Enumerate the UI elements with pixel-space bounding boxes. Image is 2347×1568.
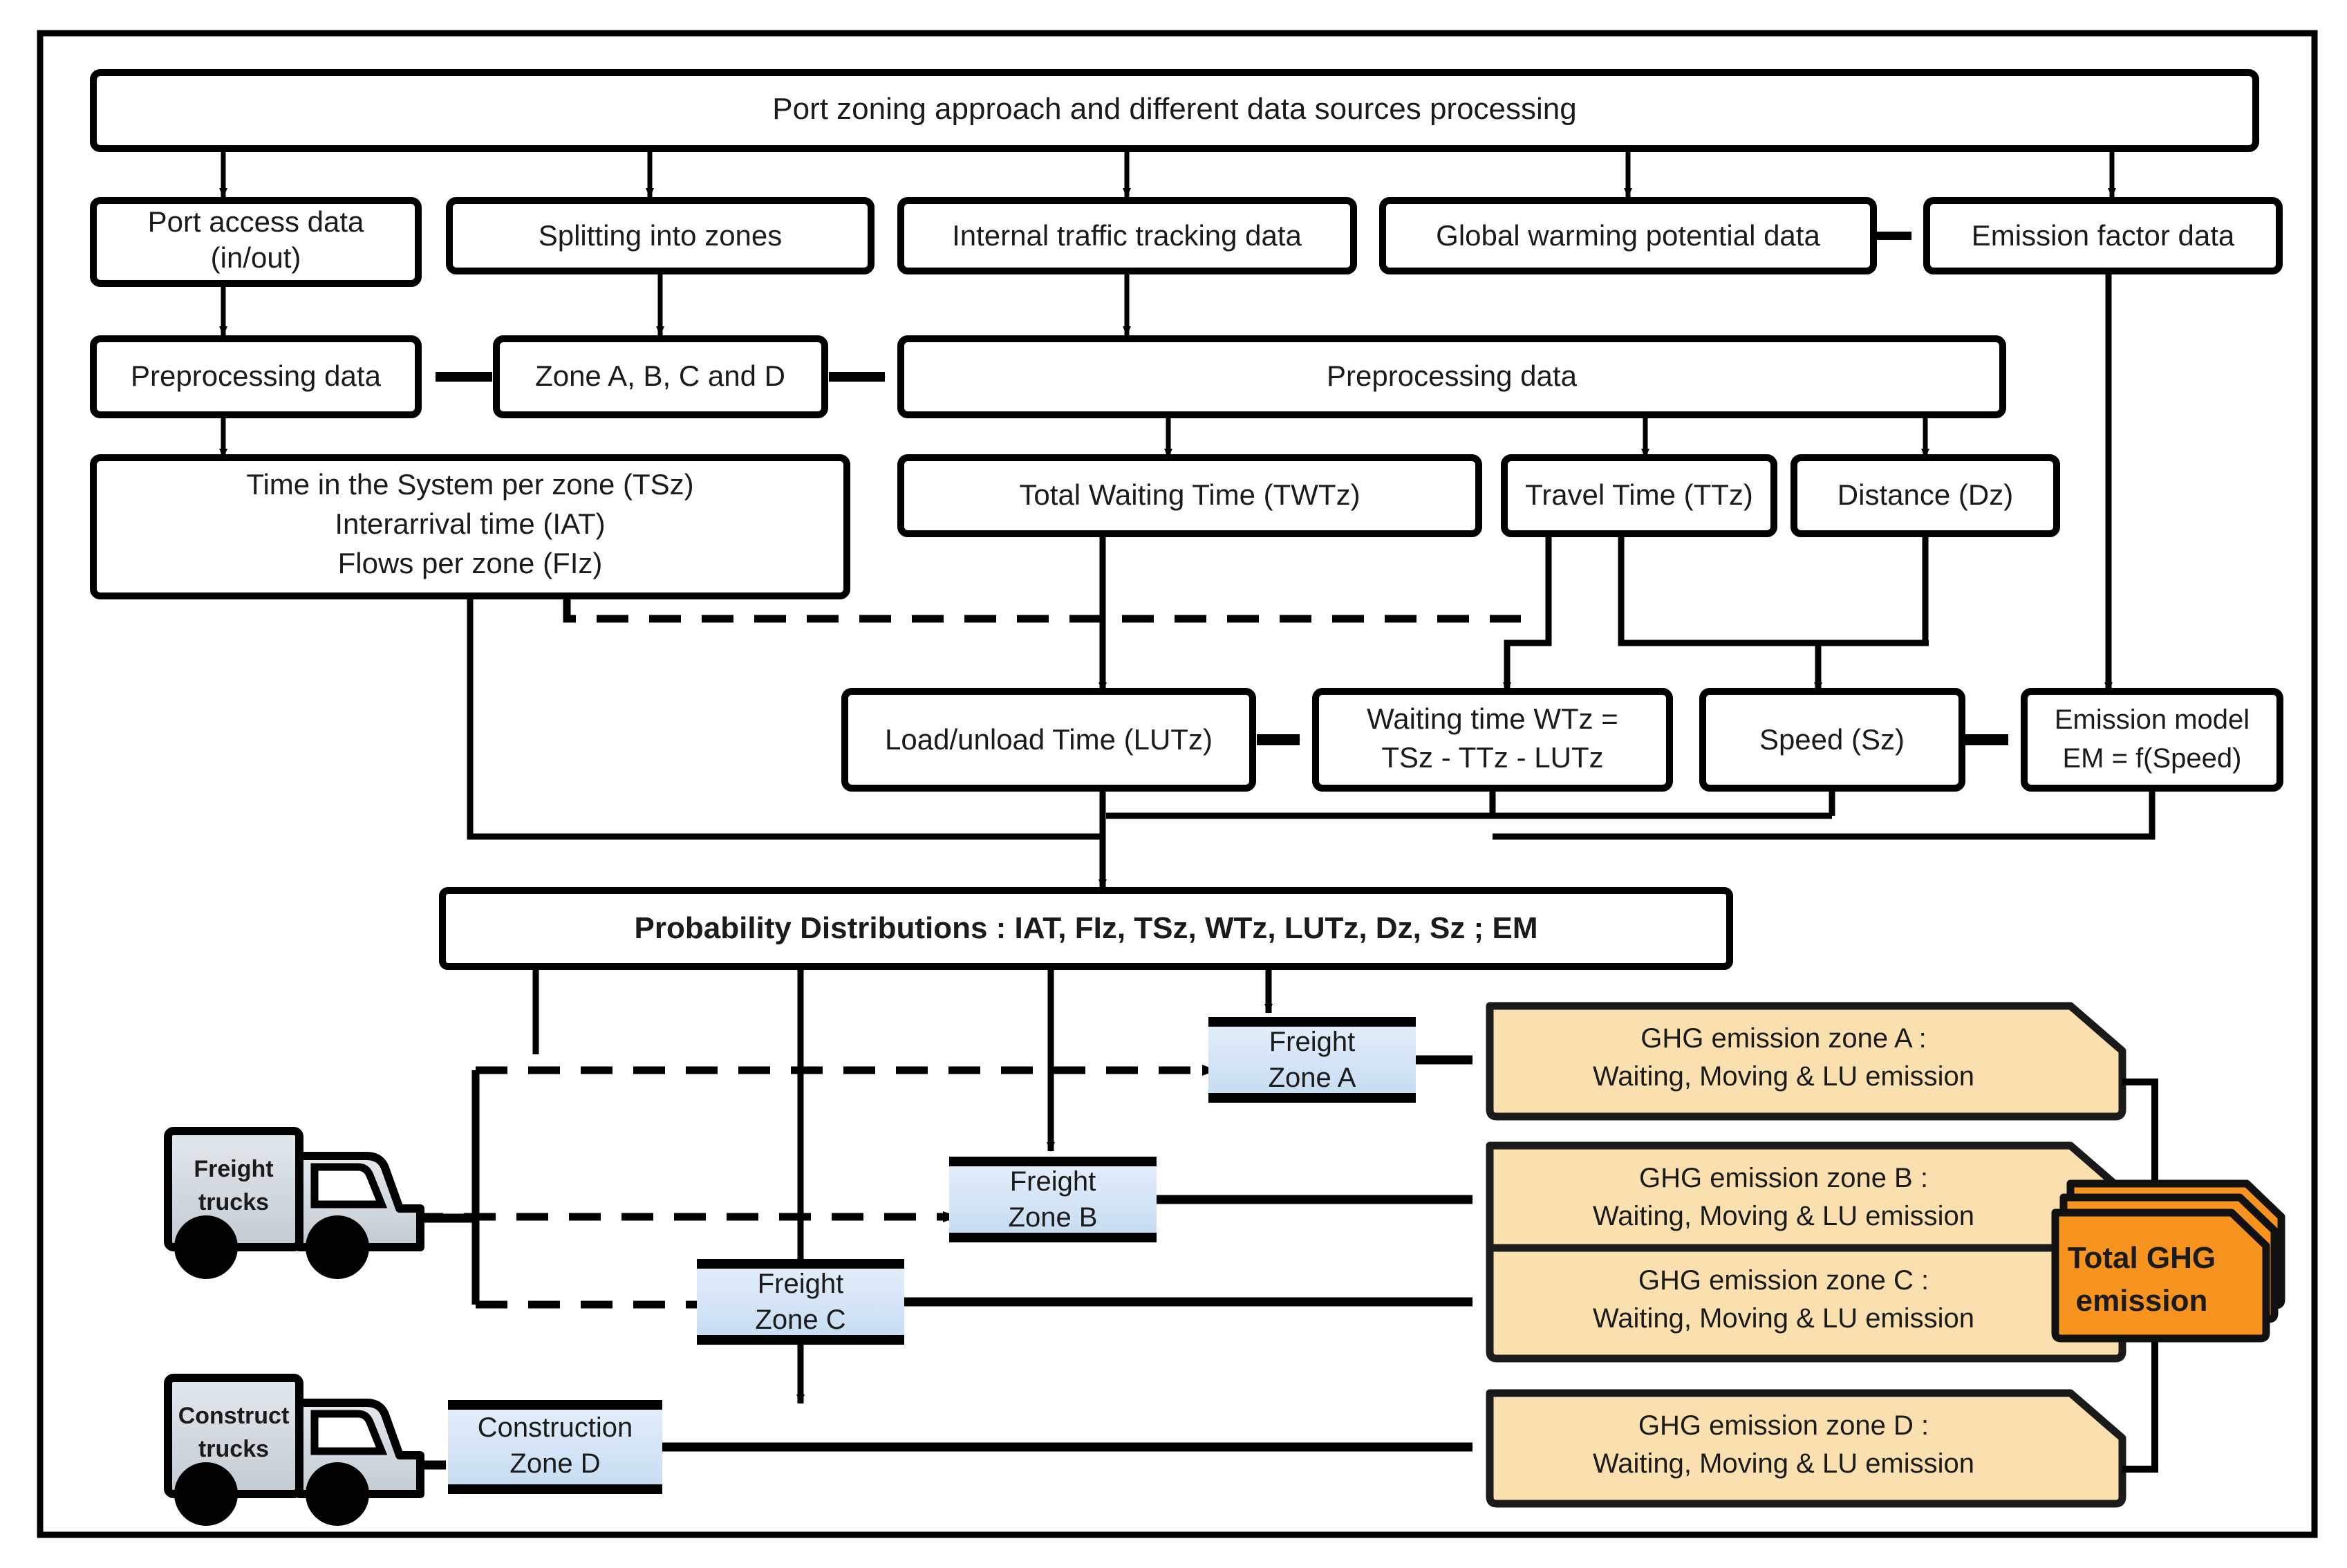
box-ghg-zone-c[interactable]: GHG emission zone C : Waiting, Moving & …	[1486, 1244, 2126, 1363]
box-time-metrics-line2: Interarrival time (IAT)	[335, 507, 605, 540]
construct-truck-icon: Construct trucks	[164, 1374, 424, 1526]
box-freight-zone-a[interactable]: Freight Zone A	[1208, 1017, 1416, 1103]
box-total-ghg-emission[interactable]: Total GHG emission	[2051, 1179, 2285, 1343]
box-preprocessing-right[interactable]	[897, 335, 2006, 418]
box-freight-zone-c[interactable]: Freight Zone C	[697, 1259, 904, 1345]
box-ghg-zone-d-line2: Waiting, Moving & LU emission	[1593, 1448, 1974, 1479]
box-ghg-zone-a-line1: GHG emission zone A :	[1640, 1023, 1927, 1054]
box-distance-label: Distance (Dz)	[1838, 478, 2013, 511]
box-waiting-time-line1: Waiting time WTz =	[1367, 702, 1618, 735]
box-total-ghg-emission-line2: emission	[2076, 1284, 2208, 1318]
box-emission-factor-data[interactable]	[1923, 197, 2283, 274]
box-splitting-into-zones-label: Splitting into zones	[539, 219, 783, 252]
box-freight-zone-c-line2: Zone C	[755, 1305, 845, 1335]
box-time-metrics-line3: Flows per zone (FIz)	[338, 547, 603, 579]
construct-truck-line1: Construct	[178, 1403, 290, 1429]
box-preprocessing-left[interactable]	[90, 335, 422, 418]
box-ghg-zone-b-line2: Waiting, Moving & LU emission	[1593, 1201, 1974, 1231]
box-freight-zone-c-line1: Freight	[758, 1269, 844, 1299]
box-zone-abcd-label: Zone A, B, C and D	[535, 360, 785, 392]
box-port-access-data-line1: Port access data	[148, 205, 364, 238]
box-freight-zone-b[interactable]: Freight Zone B	[949, 1157, 1157, 1242]
box-ghg-zone-b-line1: GHG emission zone B :	[1639, 1163, 1928, 1193]
box-ghg-zone-a[interactable]: GHG emission zone A : Waiting, Moving & …	[1486, 1002, 2126, 1121]
box-ghg-zone-d-line1: GHG emission zone D :	[1638, 1410, 1929, 1441]
box-time-metrics-line1: Time in the System per zone (TSz)	[246, 468, 693, 501]
box-ghg-zone-c-line2: Waiting, Moving & LU emission	[1593, 1303, 1974, 1334]
title-box-label: Port zoning approach and different data …	[772, 92, 1577, 126]
box-preprocessing-left-label: Preprocessing data	[131, 360, 382, 392]
box-probability-distributions-label: Probability Distributions : IAT, FIz, TS…	[635, 911, 1538, 945]
box-ghg-zone-b[interactable]: GHG emission zone B : Waiting, Moving & …	[1486, 1141, 2126, 1260]
box-travel-time-label: Travel Time (TTz)	[1525, 478, 1753, 511]
box-port-access-data[interactable]	[90, 197, 422, 287]
box-construction-zone-d[interactable]: Construction Zone D	[448, 1400, 662, 1494]
box-global-warming-potential-data[interactable]	[1379, 197, 1877, 274]
box-total-waiting-time[interactable]	[897, 454, 1482, 537]
box-construction-zone-d-line1: Construction	[478, 1412, 633, 1443]
box-waiting-time-line2: TSz - TTz - LUTz	[1381, 741, 1603, 774]
box-speed-label: Speed (Sz)	[1759, 723, 1905, 756]
box-load-unload-time[interactable]	[841, 688, 1256, 792]
box-load-unload-time-label: Load/unload Time (LUTz)	[885, 723, 1213, 756]
freight-truck-line1: Freight	[194, 1156, 273, 1182]
freight-truck-icon: Freight trucks	[164, 1127, 477, 1279]
box-emission-factor-data-label: Emission factor data	[1972, 219, 2235, 252]
box-emission-model-line2: EM = f(Speed)	[2062, 743, 2241, 774]
box-ghg-zone-a-line2: Waiting, Moving & LU emission	[1593, 1061, 1974, 1092]
box-total-waiting-time-label: Total Waiting Time (TWTz)	[1019, 478, 1360, 511]
box-ghg-zone-c-line1: GHG emission zone C :	[1638, 1265, 1929, 1296]
box-freight-zone-a-line1: Freight	[1269, 1027, 1356, 1057]
box-total-ghg-emission-line1: Total GHG	[2068, 1241, 2216, 1275]
box-port-access-data-line2: (in/out)	[211, 241, 301, 274]
box-probability-distributions[interactable]	[439, 887, 1733, 970]
box-freight-zone-b-line1: Freight	[1010, 1166, 1096, 1197]
box-ghg-zone-d[interactable]: GHG emission zone D : Waiting, Moving & …	[1486, 1389, 2126, 1508]
freight-truck-line2: trucks	[198, 1189, 269, 1215]
box-freight-zone-b-line2: Zone B	[1009, 1202, 1098, 1233]
construct-truck-line2: trucks	[198, 1436, 269, 1462]
box-zone-abcd[interactable]	[493, 335, 828, 418]
box-preprocessing-right-label: Preprocessing data	[1327, 360, 1578, 392]
box-global-warming-potential-data-label: Global warming potential data	[1436, 219, 1820, 252]
title-box	[90, 69, 2259, 152]
box-travel-time[interactable]	[1501, 454, 1777, 537]
box-construction-zone-d-line2: Zone D	[509, 1448, 600, 1479]
box-emission-model-line1: Emission model	[2055, 704, 2250, 735]
box-internal-traffic-tracking-data-label: Internal traffic tracking data	[952, 219, 1302, 252]
box-freight-zone-a-line2: Zone A	[1269, 1063, 1356, 1093]
